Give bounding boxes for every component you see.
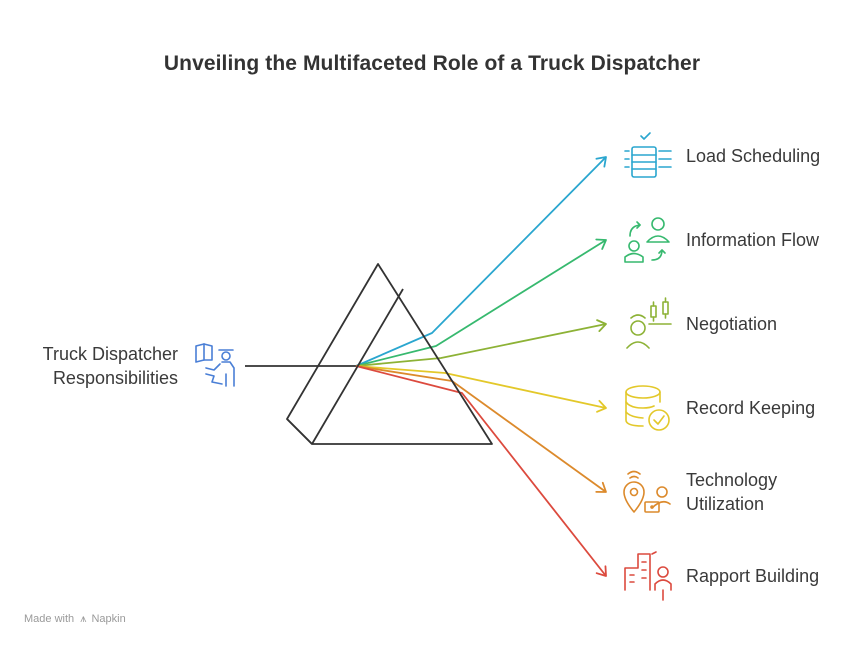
napkin-logo-icon: ⩚ (80, 613, 87, 625)
output-label-technology-line2: Utilization (686, 494, 765, 514)
page-title: Unveiling the Multifaceted Role of a Tru… (163, 52, 701, 75)
footer-credit: Made with ⩚ Napkin (24, 613, 126, 626)
building-person-icon (624, 551, 672, 601)
footer-made-with: Made with (24, 613, 75, 625)
tech-location-icon (623, 470, 671, 513)
prism-front-edge (311, 288, 404, 445)
ray-rapport-building (355, 365, 607, 577)
ray-information-flow-arrowhead (595, 238, 607, 250)
ray-negotiation (355, 323, 607, 367)
ray-information-flow (355, 239, 607, 367)
output-label-negotiation: Negotiation (686, 314, 778, 334)
prism-bottom-edge (286, 418, 313, 445)
footer-brand: Napkin (91, 613, 126, 625)
person-candlestick-icon (626, 297, 672, 349)
calendar-check-icon (624, 132, 672, 178)
output-label-rapport-building: Rapport Building (686, 566, 820, 586)
people-exchange-icon (624, 217, 670, 263)
source-label-line2: Responsibilities (52, 368, 178, 388)
ray-technology-utilization (355, 365, 607, 493)
output-label-load-scheduling: Load Scheduling (686, 146, 821, 166)
output-label-technology-line1: Technology (686, 470, 778, 490)
rays (355, 156, 607, 577)
output-label-record-keeping: Record Keeping (686, 398, 816, 418)
ray-load-scheduling-arrowhead (595, 156, 607, 168)
ray-negotiation-arrowhead (596, 319, 607, 332)
output-label-information-flow: Information Flow (686, 230, 820, 250)
source-label-line1: Truck Dispatcher (42, 344, 178, 364)
ray-record-keeping-arrowhead (596, 399, 607, 413)
ray-rapport-building-arrowhead (595, 565, 607, 577)
prism (286, 263, 493, 445)
database-check-icon (625, 385, 670, 431)
source-label: Truck Dispatcher Responsibilities (0, 342, 178, 390)
output-label-technology-utilization: Technology Utilization (686, 468, 777, 516)
ray-technology-utilization-arrowhead (595, 481, 607, 493)
ray-load-scheduling (355, 156, 607, 367)
ray-record-keeping (355, 365, 607, 409)
dispatcher-icon (195, 343, 235, 387)
